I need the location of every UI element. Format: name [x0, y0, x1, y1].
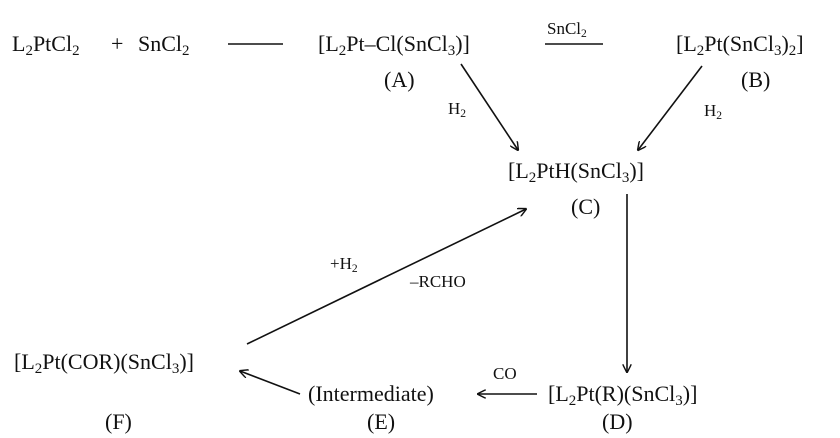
species-c-formula: [L2PtH(SnCl3)]	[508, 158, 644, 187]
reagent-f-to-c-add: +H2	[330, 254, 358, 276]
arrow-e-to-f	[240, 371, 301, 395]
formula-text: SnCl2	[138, 31, 190, 60]
arrow-f-to-c	[246, 209, 526, 345]
formula-text: L2PtCl2	[12, 31, 80, 60]
species-f-label: (F)	[105, 409, 132, 434]
species-f-formula: [L2Pt(COR)(SnCl3)]	[14, 349, 194, 378]
species-b-formula: [L2Pt(SnCl3)2]	[676, 31, 804, 60]
arrow-a-to-c	[460, 63, 518, 150]
reagent-f-to-c-loss: –RCHO	[410, 272, 466, 291]
arrow-b-to-c	[638, 65, 703, 150]
reactant-sncl2: SnCl2	[138, 31, 190, 60]
species-d-label: (D)	[602, 409, 633, 434]
species-b-label: (B)	[741, 67, 771, 92]
species-c-label: (C)	[571, 194, 601, 219]
reagent-b-to-c: H2	[704, 101, 723, 123]
plus-sign: +	[111, 31, 124, 56]
species-d-formula: [L2Pt(R)(SnCl3)]	[548, 381, 698, 410]
reagent-d-to-e: CO	[493, 364, 517, 383]
reagent-a-to-c: H2	[448, 99, 467, 121]
reagent-a-to-b: SnCl2	[547, 19, 587, 41]
species-a-formula: [L2Pt–Cl(SnCl3)]	[318, 31, 470, 60]
species-e-formula: (Intermediate)	[308, 381, 434, 406]
species-a-label: (A)	[384, 67, 415, 92]
reactant-l2ptcl2: L2PtCl2	[12, 31, 80, 60]
species-e-label: (E)	[367, 409, 396, 434]
